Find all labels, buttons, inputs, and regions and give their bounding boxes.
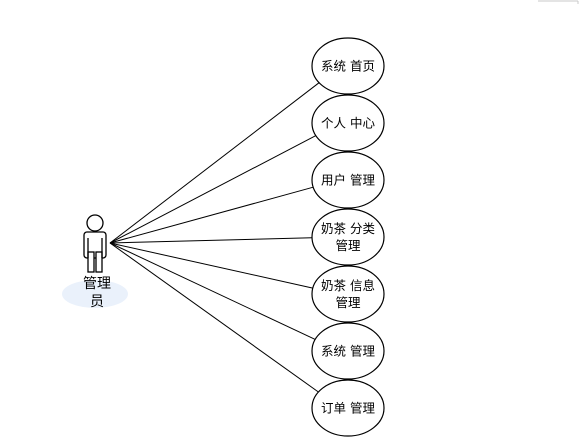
association-line <box>109 242 319 393</box>
use-case-ellipse <box>311 379 385 437</box>
use-case-system-management: 系统 管理 <box>311 322 385 380</box>
association-line <box>109 186 314 244</box>
use-case-label: 订单 管理 <box>321 401 375 416</box>
actor-administrator: 管理 员 <box>62 214 128 310</box>
association-line <box>109 242 316 340</box>
use-case-label: 奶茶 分类 <box>321 221 375 236</box>
use-case-personal-center: 个人 中心 <box>311 94 385 152</box>
association-line <box>109 82 320 244</box>
use-case-label: 管理 <box>335 295 361 310</box>
use-case-ellipse <box>311 37 385 95</box>
actor-label-background <box>62 280 128 308</box>
use-case-label: 系统 首页 <box>321 59 375 74</box>
stick-figure-actor-icon <box>83 214 107 273</box>
use-case-home: 系统 首页 <box>311 37 385 95</box>
association-line <box>109 135 317 244</box>
use-case-label: 系统 管理 <box>321 344 375 359</box>
use-case-label: 用户 管理 <box>321 173 375 188</box>
use-case-ellipse <box>311 208 385 266</box>
association-lines <box>109 82 320 393</box>
use-case-label: 奶茶 信息 <box>321 278 375 293</box>
use-case-ellipse <box>311 151 385 209</box>
use-case-ellipse <box>311 322 385 380</box>
use-case-ellipse <box>311 265 385 323</box>
association-line <box>109 242 313 289</box>
actor-label-line1: 管理 <box>83 276 111 292</box>
use-case-label: 个人 中心 <box>321 116 375 131</box>
use-case-ellipse <box>311 94 385 152</box>
actor-label-line2: 员 <box>90 294 104 310</box>
use-case-label: 管理 <box>335 238 361 253</box>
use-case-order-management: 订单 管理 <box>311 379 385 437</box>
association-line <box>109 237 313 244</box>
use-case-user-management: 用户 管理 <box>311 151 385 209</box>
